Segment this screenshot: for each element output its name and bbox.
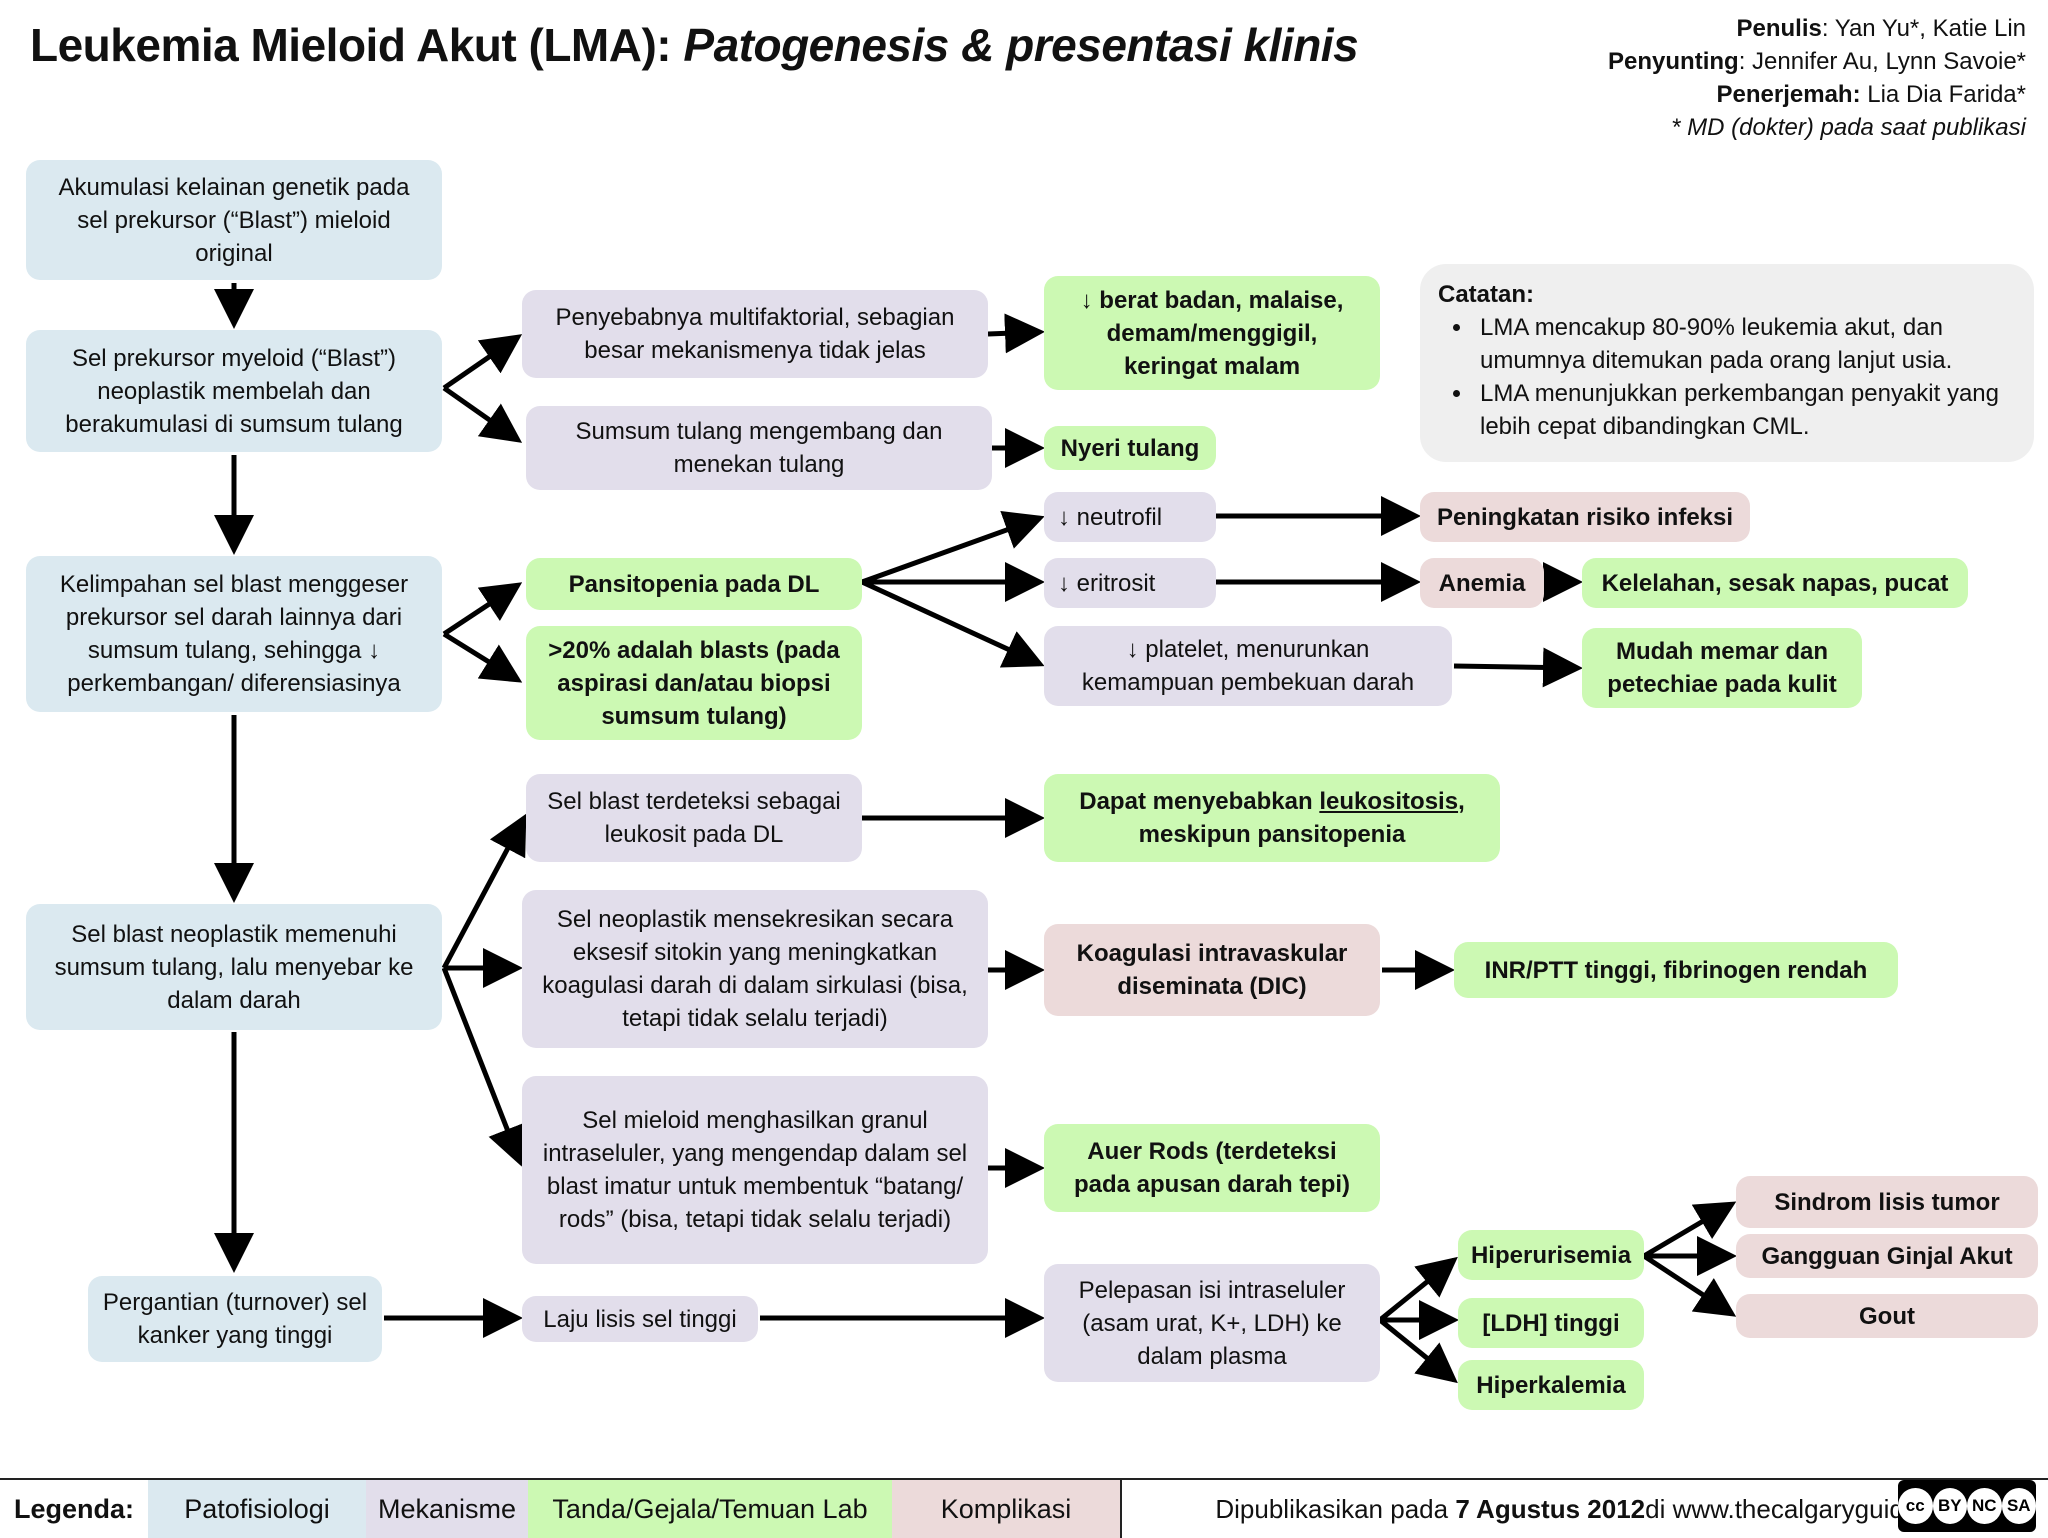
mech-blast-as-leukocyte: Sel blast terdeteksi sebagai leukosit pa…: [526, 774, 862, 862]
translator-name: Lia Dia Farida*: [1860, 81, 2026, 108]
leukocytosis-text-a: Dapat menyebabkan: [1079, 788, 1320, 815]
license-badge: cc BY NC SA: [1898, 1480, 2036, 1532]
legend-bar: Legenda: Patofisiologi Mekanisme Tanda/G…: [0, 1478, 2048, 1538]
notes-list: LMA mencakup 80-90% leukemia akut, dan u…: [1438, 311, 2016, 443]
mech-neutrophil-low: ↓ neutrofil: [1044, 492, 1216, 542]
comp-tumor-lysis: Sindrom lisis tumor: [1736, 1176, 2038, 1228]
legend-label: Legenda:: [0, 1480, 148, 1538]
cc-icon: cc: [1898, 1488, 1933, 1524]
sign-weight-loss: ↓ berat badan, malaise, demam/menggigil,…: [1044, 276, 1380, 390]
comp-gout: Gout: [1736, 1294, 2038, 1338]
sign-bruising: Mudah memar dan petechiae pada kulit: [1582, 628, 1862, 708]
title-main: Leukemia Mieloid Akut (LMA):: [30, 19, 672, 71]
legend-pathophysiology: Patofisiologi: [148, 1480, 366, 1538]
comp-dic: Koagulasi intravaskular diseminata (DIC): [1044, 924, 1380, 1016]
sign-hyperuricemia: Hiperurisemia: [1458, 1230, 1644, 1280]
sign-fatigue: Kelelahan, sesak napas, pucat: [1582, 558, 1968, 608]
sa-icon: SA: [2001, 1488, 2036, 1524]
mech-platelet-low: ↓ platelet, menurunkan kemampuan pembeku…: [1044, 626, 1452, 706]
patho-genetic-accumulation: Akumulasi kelainan genetik pada sel prek…: [26, 160, 442, 280]
editor-names: : Jennifer Au, Lynn Savoie*: [1738, 48, 2026, 75]
leukocytosis-term: leukositosis: [1319, 788, 1459, 815]
credits-note: * MD (dokter) pada saat publikasi: [1671, 114, 2026, 141]
notes-item: LMA mencakup 80-90% leukemia akut, dan u…: [1474, 311, 2016, 377]
author-names: : Yan Yu*, Katie Lin: [1821, 15, 2026, 42]
notes-panel: Catatan: LMA mencakup 80-90% leukemia ak…: [1420, 264, 2034, 462]
pub-text-a: Dipublikasikan pada: [1215, 1493, 1449, 1524]
notes-item: LMA menunjukkan perkembangan penyakit ya…: [1474, 377, 2016, 443]
title-subtitle: Patogenesis & presentasi klinis: [683, 19, 1359, 71]
editor-label: Penyunting: [1608, 48, 1739, 75]
comp-acute-kidney: Gangguan Ginjal Akut: [1736, 1234, 2038, 1278]
patho-blast-proliferation: Sel prekursor myeloid (“Blast”) neoplast…: [26, 330, 442, 452]
mech-high-lysis: Laju lisis sel tinggi: [522, 1296, 758, 1342]
mech-cytokine-secretion: Sel neoplastik mensekresikan secara ekse…: [522, 890, 988, 1048]
patho-blast-crowding: Kelimpahan sel blast menggeser prekursor…: [26, 556, 442, 712]
publication-info: Dipublikasikan pada 7 Agustus 2012 di ww…: [1122, 1480, 2048, 1538]
author-label: Penulis: [1736, 15, 1822, 42]
pub-date: 7 Agustus 2012: [1455, 1493, 1646, 1524]
nc-icon: NC: [1967, 1488, 2002, 1524]
page-title: Leukemia Mieloid Akut (LMA): Patogenesis…: [30, 18, 1359, 72]
sign-ldh-high: [LDH] tinggi: [1458, 1298, 1644, 1348]
sign-blast-over-20: >20% adalah blasts (pada aspirasi dan/at…: [526, 626, 862, 740]
comp-anemia: Anemia: [1420, 558, 1544, 608]
translator-label: Penerjemah:: [1716, 81, 1861, 108]
mech-marrow-expansion: Sumsum tulang mengembang dan menekan tul…: [526, 406, 992, 490]
legend-mechanism: Mekanisme: [366, 1480, 528, 1538]
mech-multifactorial: Penyebabnya multifaktorial, sebagian bes…: [522, 290, 988, 378]
comp-infection-risk: Peningkatan risiko infeksi: [1420, 492, 1750, 542]
sign-auer-rods: Auer Rods (terdeteksi pada apusan darah …: [1044, 1124, 1380, 1212]
sign-leukocytosis: Dapat menyebabkan leukositosis, meskipun…: [1044, 774, 1500, 862]
mech-granule-rods: Sel mieloid menghasilkan granul intrasel…: [522, 1076, 988, 1264]
legend-signs: Tanda/Gejala/Temuan Lab: [528, 1480, 892, 1538]
credits: Penulis: Yan Yu*, Katie Lin Penyunting: …: [1608, 12, 2026, 144]
sign-hyperkalemia: Hiperkalemia: [1458, 1360, 1644, 1410]
patho-blast-spread: Sel blast neoplastik memenuhi sumsum tul…: [26, 904, 442, 1030]
by-icon: BY: [1932, 1488, 1967, 1524]
sign-bone-pain: Nyeri tulang: [1044, 426, 1216, 470]
sign-inr-ptt: INR/PTT tinggi, fibrinogen rendah: [1454, 942, 1898, 998]
sign-pancytopenia: Pansitopenia pada DL: [526, 558, 862, 610]
legend-complication: Komplikasi: [892, 1480, 1122, 1538]
patho-high-turnover: Pergantian (turnover) sel kanker yang ti…: [88, 1276, 382, 1362]
notes-title: Catatan:: [1438, 281, 1535, 308]
mech-intracellular-release: Pelepasan isi intraseluler (asam urat, K…: [1044, 1264, 1380, 1382]
mech-erythrocyte-low: ↓ eritrosit: [1044, 558, 1216, 608]
leukocytosis-text-b: , meskipun pansitopenia: [1138, 788, 1465, 848]
